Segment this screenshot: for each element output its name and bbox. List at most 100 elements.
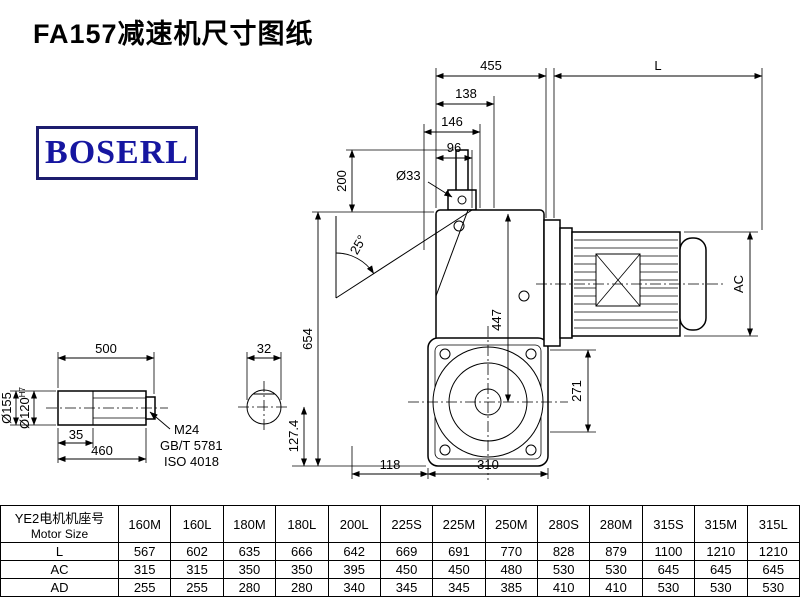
cell-AC-225S: 450 — [379, 560, 434, 579]
flange-bolt — [439, 444, 451, 456]
cell-AC-160L: 315 — [170, 560, 224, 579]
housing-bolt — [518, 290, 530, 302]
motor — [536, 219, 726, 347]
dimensions-bottom: 118 310 — [351, 446, 549, 479]
motor-size-table: YE2电机机座号 Motor Size 160M 160L 180M 180L … — [0, 505, 800, 597]
dim-138: 138 — [455, 86, 477, 101]
row-label-L: L — [0, 542, 119, 561]
cell-AD-315L: 530 — [746, 578, 800, 597]
dim-dia120-tolerance: H7 — [18, 386, 27, 397]
cell-AC-315L: 645 — [746, 560, 800, 579]
thread-spec-m24: M24 — [174, 422, 199, 437]
standard-gbt: GB/T 5781 — [160, 438, 223, 453]
table-header-row: YE2电机机座号 Motor Size 160M 160L 180M 180L … — [0, 505, 800, 543]
motor-size-header: YE2电机机座号 Motor Size — [0, 505, 119, 543]
page-title: FA157减速机尺寸图纸 — [33, 19, 314, 49]
dim-200: 200 — [334, 170, 349, 192]
dim-447: 447 — [489, 309, 504, 331]
cell-L-280S: 828 — [536, 542, 591, 561]
cell-AC-200L: 395 — [327, 560, 381, 579]
table-row-AD: AD 255 255 280 280 340 345 345 385 410 4… — [0, 578, 800, 597]
cell-L-225S: 669 — [379, 542, 434, 561]
dim-118: 118 — [380, 457, 401, 472]
col-header-160L: 160L — [170, 505, 224, 543]
cell-L-315L: 1210 — [746, 542, 800, 561]
cell-AD-225S: 345 — [379, 578, 434, 597]
dim-35: 35 — [69, 427, 83, 442]
row-label-AD: AD — [0, 578, 119, 597]
cell-AC-315S: 645 — [641, 560, 696, 579]
dim-AC: AC — [731, 275, 746, 293]
dim-dia155: Ø155 — [0, 392, 14, 424]
dim-146: 146 — [441, 114, 463, 129]
cell-AD-280M: 410 — [589, 578, 643, 597]
cell-AD-160L: 255 — [170, 578, 224, 597]
col-header-250M: 250M — [484, 505, 539, 543]
boss-hole — [457, 195, 467, 205]
col-header-160M: 160M — [117, 505, 172, 543]
cell-AD-225M: 345 — [432, 578, 486, 597]
dimensions-left: 654 25° — [300, 209, 473, 467]
cell-AC-250M: 480 — [484, 560, 539, 579]
dim-L: L — [654, 58, 661, 73]
col-header-315L: 315L — [746, 505, 800, 543]
col-header-180M: 180M — [222, 505, 277, 543]
cell-L-200L: 642 — [327, 542, 381, 561]
dim-271: 271 — [569, 380, 584, 402]
cell-L-315S: 1100 — [641, 542, 696, 561]
col-header-315M: 315M — [694, 505, 748, 543]
dim-dia33: Ø33 — [396, 168, 421, 183]
technical-drawing: 455 L 138 146 96 Ø33 200 654 25° 447 — [0, 58, 763, 480]
table-row-AC: AC 315 315 350 350 395 450 450 480 530 5… — [0, 560, 800, 579]
dim-127-4: 127.4 — [286, 420, 301, 453]
standard-iso: ISO 4018 — [164, 454, 219, 469]
cell-L-160L: 602 — [170, 542, 224, 561]
logo-box: BOSERL — [36, 126, 198, 180]
dim-32: 32 — [257, 341, 271, 356]
reducer-housing — [408, 149, 568, 480]
cell-AD-250M: 385 — [484, 578, 539, 597]
table-row-L: L 567 602 635 666 642 669 691 770 828 87… — [0, 542, 800, 561]
dimensions-right: 447 AC 271 — [489, 213, 758, 433]
dim-455: 455 — [480, 58, 502, 73]
cell-AD-160M: 255 — [117, 578, 172, 597]
col-header-180L: 180L — [275, 505, 329, 543]
dim-310: 310 — [477, 457, 499, 472]
cell-AC-180M: 350 — [222, 560, 277, 579]
shaft-section-view: 32 127.4 — [238, 341, 312, 467]
flange-bolt — [439, 348, 451, 360]
dim-96: 96 — [447, 140, 461, 155]
cell-L-180M: 635 — [222, 542, 277, 561]
dimensions-top: 455 L 138 146 96 Ø33 200 — [334, 58, 763, 250]
housing-bolt — [453, 220, 465, 232]
cell-AD-315S: 530 — [641, 578, 696, 597]
dim-500: 500 — [95, 341, 117, 356]
cell-AD-315M: 530 — [694, 578, 748, 597]
flange-bolt — [525, 444, 537, 456]
cell-L-315M: 1210 — [694, 542, 748, 561]
col-header-200L: 200L — [327, 505, 381, 543]
cell-L-250M: 770 — [484, 542, 539, 561]
col-header-280S: 280S — [536, 505, 591, 543]
cell-AC-315M: 645 — [694, 560, 748, 579]
dim-460: 460 — [91, 443, 113, 458]
motor-flange — [543, 219, 561, 347]
col-header-225S: 225S — [379, 505, 434, 543]
col-header-225M: 225M — [432, 505, 486, 543]
col-header-315S: 315S — [641, 505, 696, 543]
logo-text: BOSERL — [45, 134, 189, 171]
cell-L-160M: 567 — [117, 542, 172, 561]
motor-flange-ring — [559, 227, 573, 339]
cell-AD-180M: 280 — [222, 578, 277, 597]
cell-AD-200L: 340 — [327, 578, 381, 597]
cell-AD-280S: 410 — [536, 578, 591, 597]
cell-AD-180L: 280 — [275, 578, 329, 597]
output-shaft-detail: 500 35 460 Ø155 Ø120H7 M24 GB/T 5781 ISO… — [0, 341, 223, 469]
motor-size-header-en: Motor Size — [30, 526, 89, 541]
cell-L-280M: 879 — [589, 542, 643, 561]
cell-L-225M: 691 — [432, 542, 486, 561]
flange-bolt — [525, 348, 537, 360]
row-label-AC: AC — [0, 560, 119, 579]
cell-AC-160M: 315 — [117, 560, 172, 579]
cell-AC-180L: 350 — [275, 560, 329, 579]
